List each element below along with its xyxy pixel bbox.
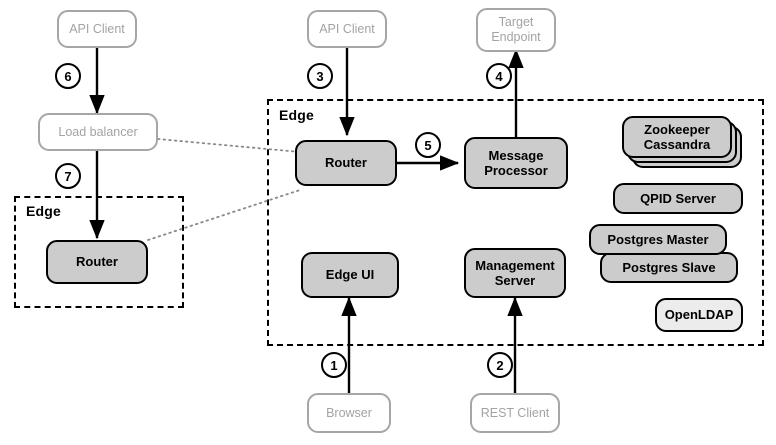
node-message-processor-label-line2: Processor bbox=[484, 163, 548, 178]
step-badge-7: 7 bbox=[55, 163, 81, 189]
edge-panel-left bbox=[14, 196, 184, 308]
node-management-server[interactable]: Management Server bbox=[464, 248, 566, 298]
node-postgres-master[interactable]: Postgres Master bbox=[589, 224, 727, 255]
step-badge-5-label: 5 bbox=[424, 137, 432, 153]
node-rest-client[interactable]: REST Client bbox=[470, 393, 560, 433]
node-qpid-server-label: QPID Server bbox=[640, 190, 716, 206]
edge-panel-left-title: Edge bbox=[26, 203, 62, 219]
node-qpid-server[interactable]: QPID Server bbox=[613, 183, 743, 214]
node-edge-ui[interactable]: Edge UI bbox=[301, 252, 399, 298]
node-load-balancer[interactable]: Load balancer bbox=[38, 113, 158, 151]
node-rest-client-label: REST Client bbox=[480, 405, 550, 420]
step-badge-6: 6 bbox=[55, 63, 81, 89]
node-target-endpoint-label-line1: Target bbox=[498, 15, 534, 30]
node-edge-ui-label: Edge UI bbox=[325, 267, 375, 283]
node-management-server-label-line2: Server bbox=[494, 273, 536, 288]
edge-panel-right-title: Edge bbox=[279, 107, 315, 123]
node-cassandra-label: Cassandra bbox=[643, 137, 711, 152]
node-zookeeper-cassandra[interactable]: Zookeeper Cassandra bbox=[622, 116, 732, 158]
step-badge-7-label: 7 bbox=[64, 168, 72, 184]
node-postgres-slave[interactable]: Postgres Slave bbox=[600, 252, 738, 283]
node-target-endpoint-label-line2: Endpoint bbox=[491, 30, 541, 44]
node-api-client-mid[interactable]: API Client bbox=[307, 10, 387, 48]
node-message-processor[interactable]: Message Processor bbox=[464, 137, 568, 189]
node-api-client-mid-label: API Client bbox=[319, 21, 375, 36]
node-target-endpoint[interactable]: Target Endpoint bbox=[476, 8, 556, 52]
node-zookeeper-label: Zookeeper bbox=[644, 121, 710, 137]
node-router-left-label: Router bbox=[76, 254, 118, 270]
step-badge-5: 5 bbox=[415, 132, 441, 158]
step-badge-1-label: 1 bbox=[330, 357, 338, 373]
node-browser[interactable]: Browser bbox=[307, 393, 391, 433]
step-badge-1: 1 bbox=[321, 352, 347, 378]
step-badge-2: 2 bbox=[487, 352, 513, 378]
node-postgres-master-label: Postgres Master bbox=[607, 231, 709, 247]
node-message-processor-label-line1: Message bbox=[488, 147, 544, 163]
node-browser-label: Browser bbox=[326, 405, 372, 420]
step-badge-2-label: 2 bbox=[496, 357, 504, 373]
node-router-right[interactable]: Router bbox=[295, 140, 397, 186]
step-badge-3-label: 3 bbox=[316, 68, 324, 84]
node-router-left[interactable]: Router bbox=[46, 240, 148, 284]
node-openldap-label: OpenLDAP bbox=[664, 307, 734, 323]
node-load-balancer-label: Load balancer bbox=[58, 124, 138, 139]
step-badge-6-label: 6 bbox=[64, 68, 72, 84]
step-badge-4: 4 bbox=[486, 63, 512, 89]
node-api-client-left[interactable]: API Client bbox=[57, 10, 137, 48]
node-openldap[interactable]: OpenLDAP bbox=[655, 298, 743, 332]
node-router-right-label: Router bbox=[325, 155, 367, 171]
node-api-client-left-label: API Client bbox=[69, 21, 125, 36]
step-badge-3: 3 bbox=[307, 63, 333, 89]
step-badge-4-label: 4 bbox=[495, 68, 503, 84]
node-management-server-label-line1: Management bbox=[475, 257, 555, 273]
node-postgres-slave-label: Postgres Slave bbox=[622, 259, 716, 275]
